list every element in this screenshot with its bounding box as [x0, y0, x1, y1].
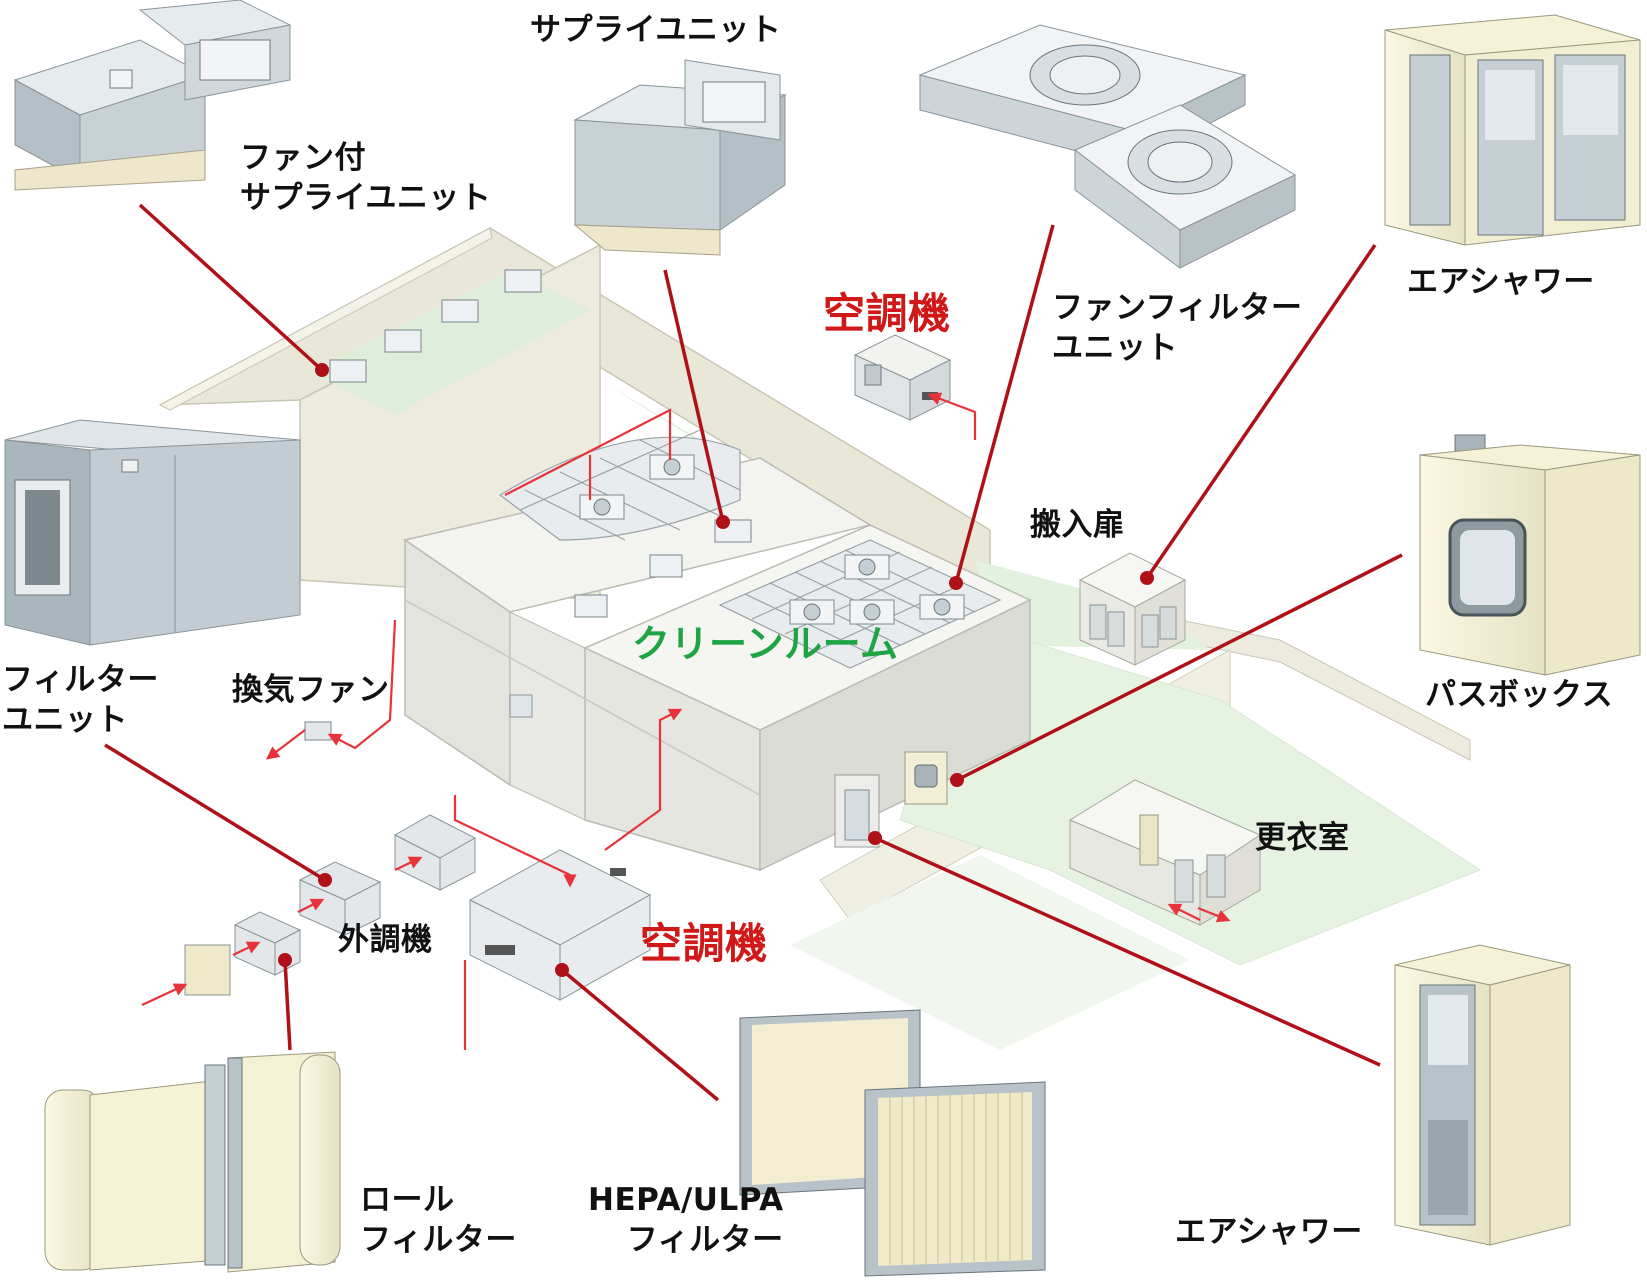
filter-unit-box-icon — [4, 419, 301, 646]
changing-room-box — [1068, 779, 1262, 926]
floor-green-lower — [790, 855, 1190, 1050]
roll-filter-icon — [44, 1051, 341, 1273]
label-air-shower-top: エアシャワー — [1407, 264, 1595, 300]
label-filter-unit: フィルター ユニット — [2, 662, 159, 738]
back-wall-top — [158, 227, 493, 411]
ffu-panel-icon — [918, 24, 1297, 269]
carry-in-door-box — [1078, 552, 1187, 666]
ceiling-duct-floor — [310, 270, 590, 415]
label-supply-unit: サプライユニット — [530, 12, 782, 48]
pass-box-icon — [1419, 434, 1641, 676]
cleanroom-right-box-side — [759, 598, 1031, 872]
supply-units-row — [329, 269, 752, 618]
label-fan-filter-unit: ファンフィルター ユニット — [1052, 290, 1303, 366]
exhaust-fan-icon — [304, 721, 332, 741]
supply-unit-icon — [573, 59, 787, 256]
pass-box-small — [904, 751, 948, 805]
label-ac-unit-bottom: 空調機 — [640, 919, 768, 968]
outdoor-ac-chain — [184, 814, 652, 1001]
label-outdoor-ac: 外調機 — [338, 922, 433, 958]
cleanroom-ledge — [404, 599, 761, 796]
label-roll-filter: ロール フィルター — [360, 1182, 517, 1258]
building — [141, 227, 1482, 1050]
label-clean-room: クリーンルーム — [632, 622, 899, 666]
ffu-ceiling-units — [579, 454, 965, 625]
ac-unit-small-top — [853, 334, 952, 421]
hepa-filter-icon — [739, 1009, 1046, 1277]
label-exhaust-fan: 換気ファン — [232, 672, 390, 708]
label-hepa-ulpa-filter: HEPA/ULPA フィルター — [588, 1182, 784, 1258]
air-shower-icon — [1384, 14, 1641, 246]
label-fan-supply-unit: ファン付 サプライユニット — [240, 140, 492, 216]
air-shower-icon — [1394, 944, 1571, 1246]
floor-green-corridor — [899, 619, 1482, 966]
label-air-shower-bottom: エアシャワー — [1175, 1214, 1363, 1250]
label-pass-box: パスボックス — [1425, 677, 1614, 713]
label-changing-room: 更衣室 — [1255, 820, 1350, 856]
cleanroom-panel — [509, 694, 533, 718]
label-ac-unit-top: 空調機 — [823, 289, 951, 338]
label-carry-in-door: 搬入扉 — [1030, 507, 1125, 543]
air-flow-lines — [141, 392, 1231, 1050]
leader-dots — [278, 363, 1154, 977]
fan-supply-unit-icon — [13, 0, 292, 191]
leader-lines — [104, 203, 1403, 1102]
